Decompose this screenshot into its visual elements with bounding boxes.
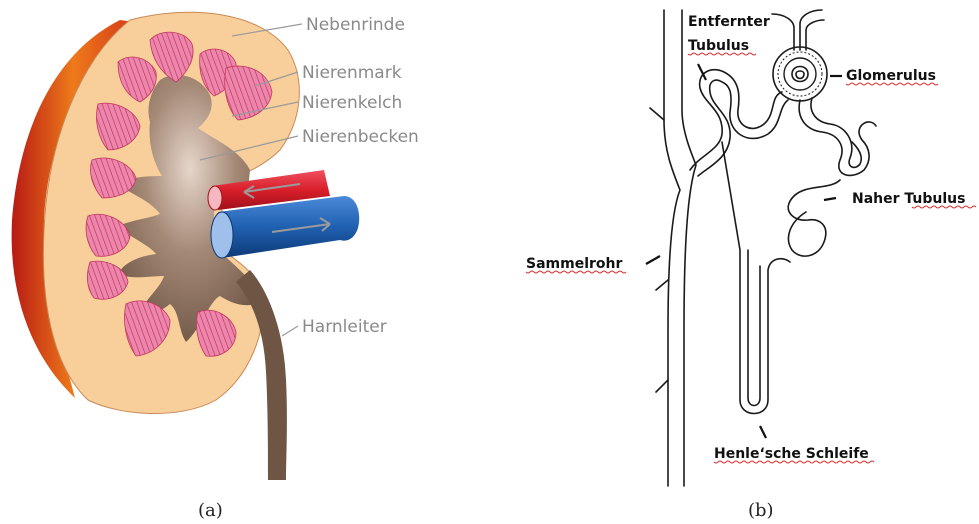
henle-loop-inner	[748, 250, 760, 406]
proximal-tubule	[799, 100, 876, 175]
label-sammelrohr: Sammelrohr	[526, 256, 622, 272]
proximal-tubule-lower	[788, 180, 840, 256]
caption-b: (b)	[748, 500, 774, 521]
spellcheck-underline-glomerulus	[846, 83, 938, 85]
label-naher-tubulus: Naher Tubulus	[852, 191, 965, 207]
label-glomerulus: Glomerulus	[846, 68, 936, 84]
label-entfernter-tubulus-line1: Entfernter	[688, 14, 770, 30]
henle-loop	[722, 142, 790, 414]
caption-a: (a)	[198, 500, 223, 521]
proximal-tubule-inner	[811, 98, 861, 167]
distal-tubule	[690, 70, 782, 170]
label-entfernter-tubulus-line2: Tubulus	[688, 38, 749, 54]
panel-b-nephron: Entfernter Tubulus Glomerulus Naher Tubu…	[526, 10, 976, 486]
glomerulus	[772, 10, 827, 101]
label-nierenmark: Nierenmark	[302, 63, 402, 83]
label-henle-schleife: Henle‘sche Schleife	[714, 446, 869, 462]
label-harnleiter: Harnleiter	[302, 317, 387, 337]
collecting-duct	[650, 10, 696, 486]
distal-tubule-inner	[698, 80, 788, 176]
panel-b-leader-lines	[646, 64, 842, 438]
label-nierenkelch: Nierenkelch	[302, 93, 402, 113]
label-nebenrinde: Nebenrinde	[306, 15, 405, 35]
panel-a-kidney: Nebenrinde Nierenmark Nierenkelch Nieren…	[12, 12, 419, 480]
label-nierenbecken: Nierenbecken	[302, 127, 419, 147]
